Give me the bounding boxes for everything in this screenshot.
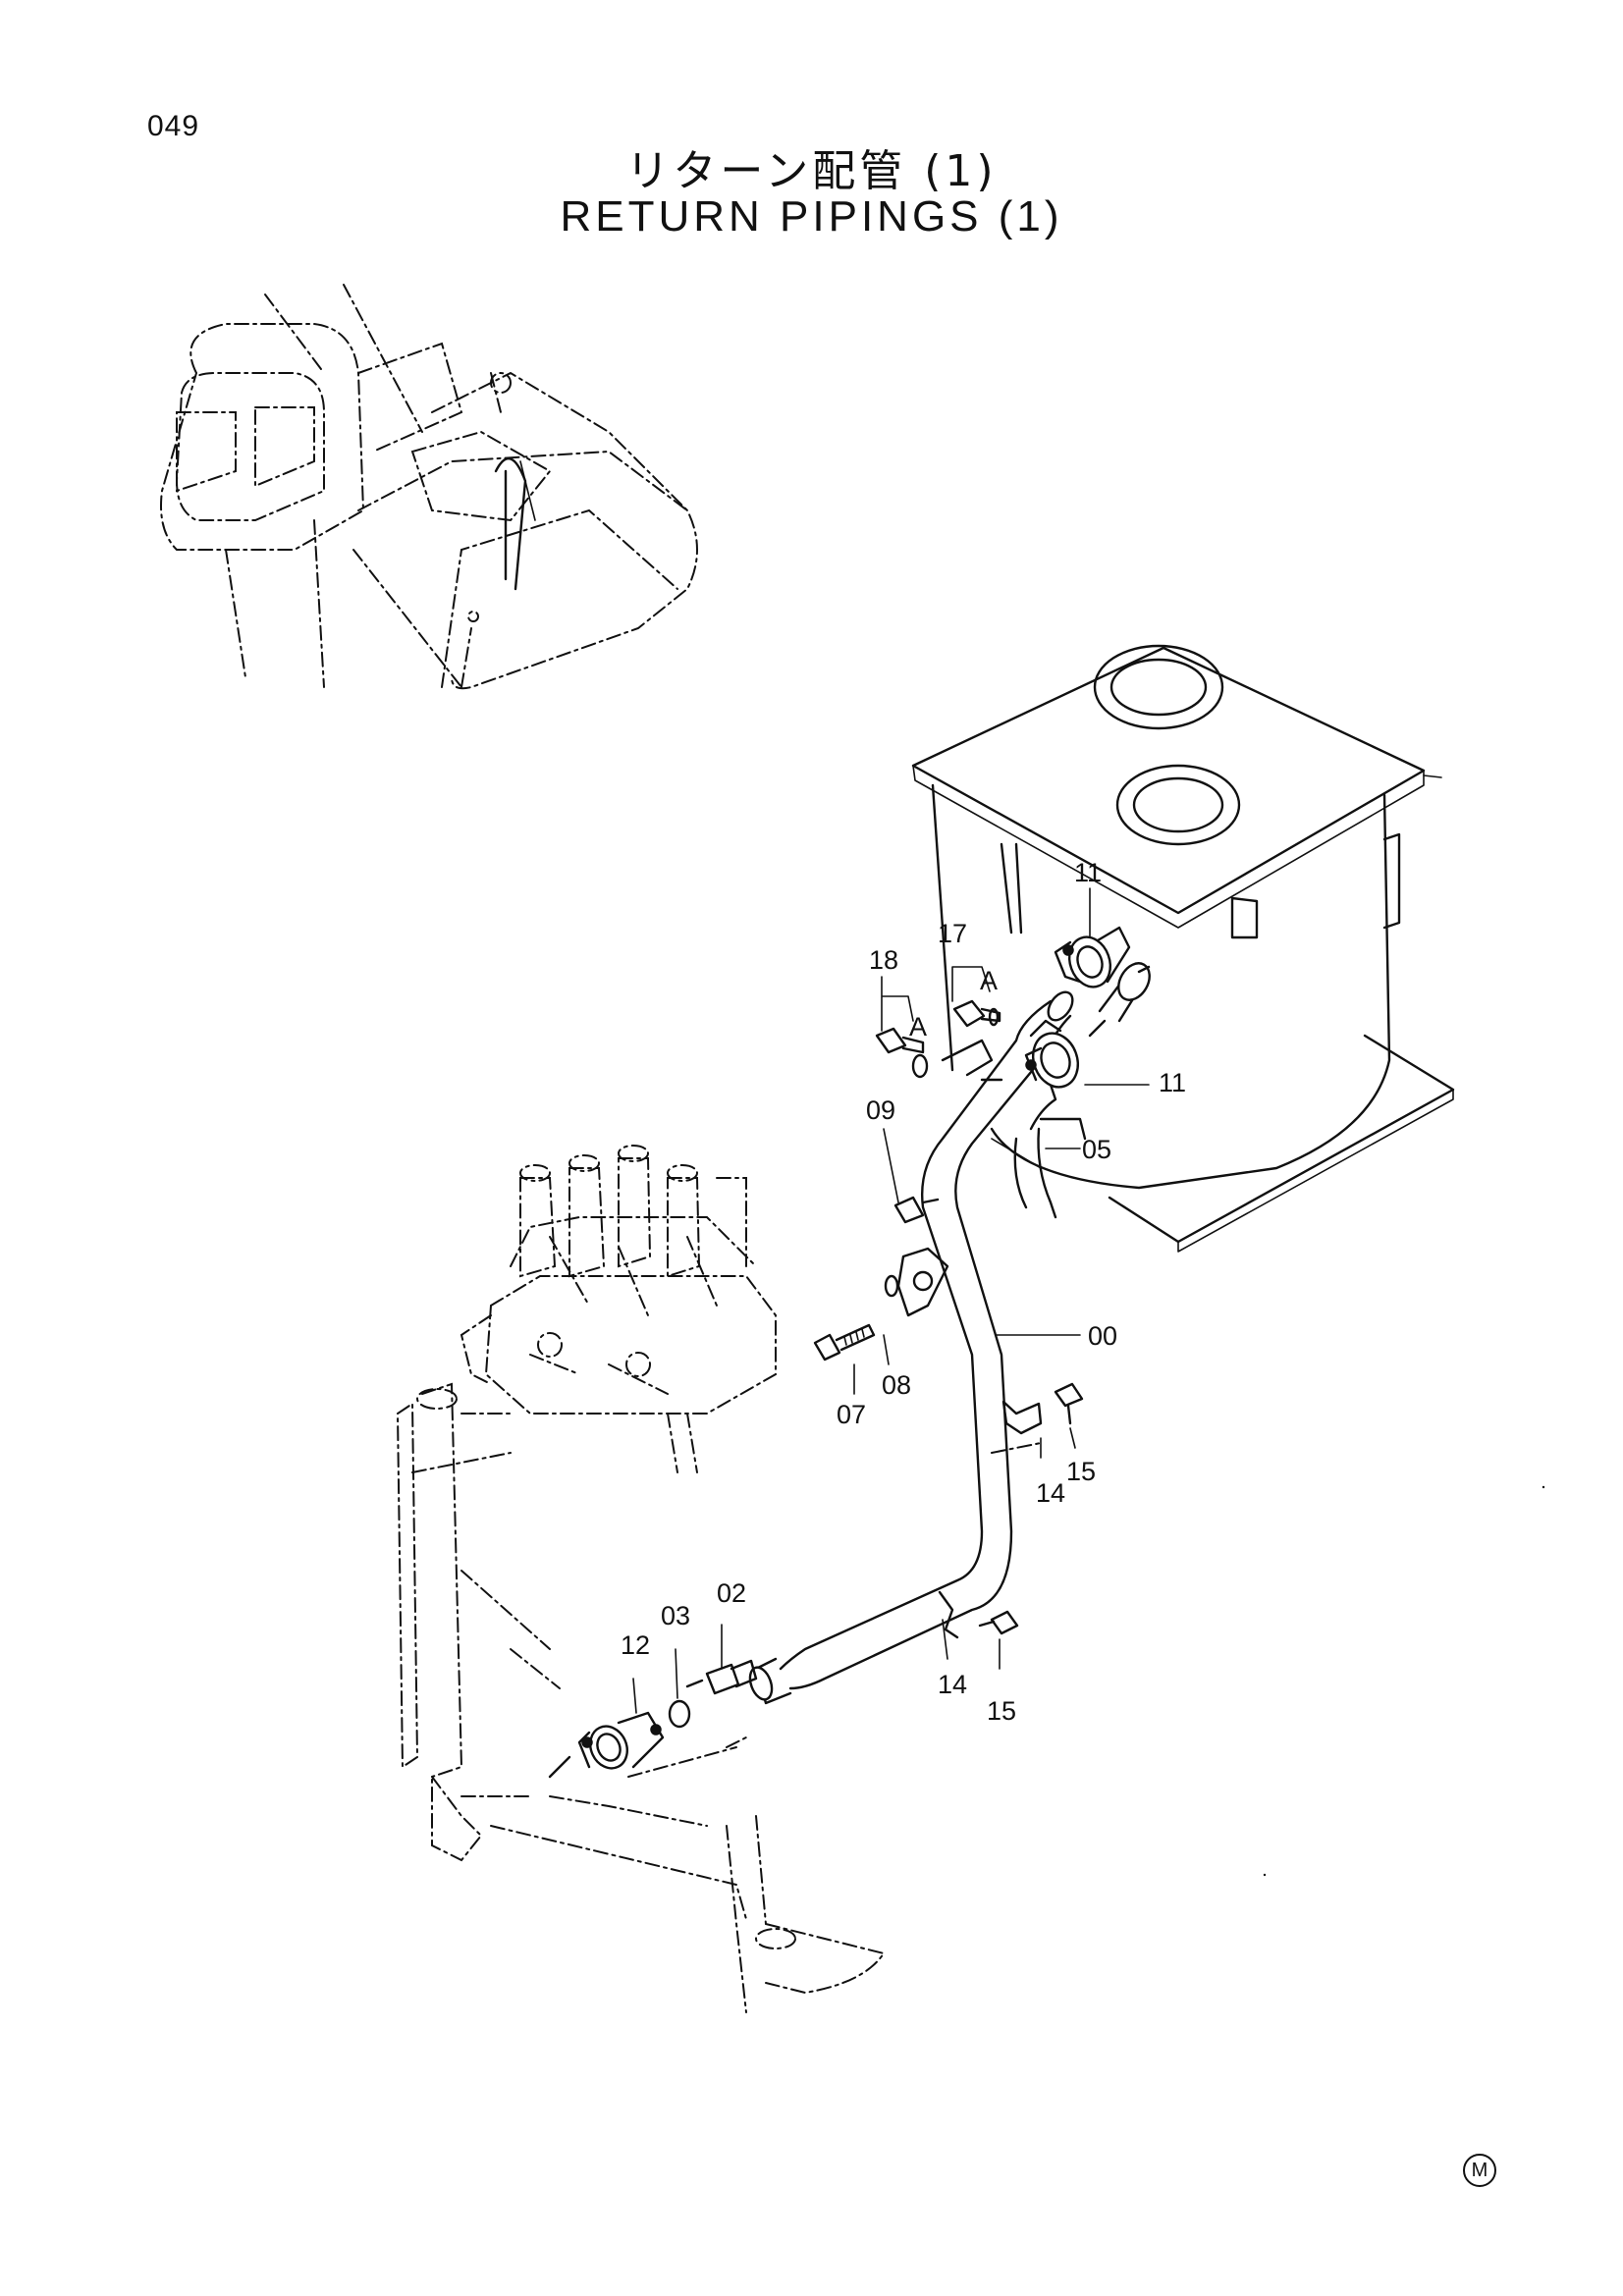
callout-12: 12: [621, 1630, 650, 1660]
callout-09: 09: [866, 1095, 895, 1125]
pipe-clamps: [938, 1382, 1084, 1639]
callout-18: 18: [869, 945, 898, 975]
callout-11-lower: 11: [1159, 1068, 1186, 1097]
ref-a-17: A: [980, 966, 998, 995]
callout-11-upper: 11: [1074, 858, 1102, 887]
callout-14-lower: 14: [938, 1670, 967, 1699]
machine-overview: [160, 284, 698, 690]
callout-02: 02: [717, 1578, 746, 1608]
callout-08: 08: [882, 1370, 911, 1400]
callout-15-lower: 15: [987, 1696, 1016, 1726]
callout-17: 17: [938, 919, 967, 948]
title-english: RETURN PIPINGS (1): [560, 192, 1063, 240]
lower-fittings: [548, 1659, 758, 1779]
title-japanese: リターン配管 (1): [625, 146, 998, 196]
flange-group: [813, 1196, 949, 1362]
callout-07: 07: [837, 1400, 866, 1429]
page-number: 049: [147, 110, 200, 142]
callout-05: 05: [1082, 1135, 1111, 1164]
ref-a-18: A: [909, 1012, 927, 1041]
return-pipe: [748, 990, 1087, 1705]
hydraulic-tank: [911, 644, 1455, 1253]
upper-clamps: [1024, 926, 1151, 1089]
leader-lines: [632, 887, 1150, 1714]
m-mark-icon: M: [1463, 2154, 1496, 2187]
control-valve: [460, 1145, 777, 1473]
bolts-upper: [875, 999, 1003, 1082]
callout-14-upper: 14: [1036, 1478, 1065, 1508]
frame-structure: [396, 1382, 1042, 2013]
callout-03: 03: [661, 1601, 690, 1630]
callout-labels: 11 11 17 A 18 A 09 05 00 07 08 14 15 14 …: [621, 858, 1186, 1726]
callout-00: 00: [1088, 1321, 1117, 1351]
callout-15-upper: 15: [1066, 1457, 1096, 1486]
